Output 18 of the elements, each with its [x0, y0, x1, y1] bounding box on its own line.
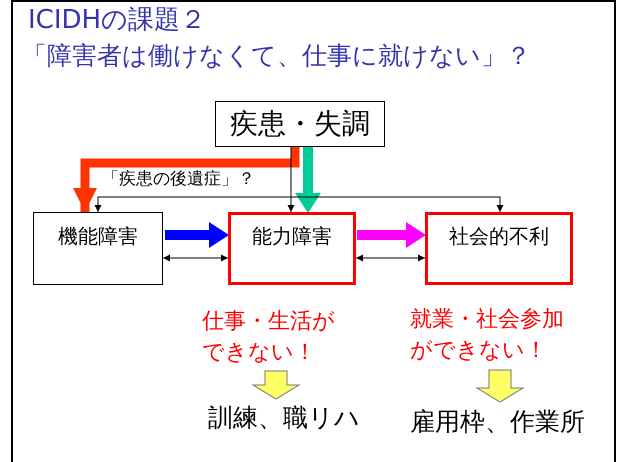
support-text: 訓練、職リハ — [208, 402, 368, 434]
process-box: 社会的不利 — [425, 212, 573, 285]
subtitle: 「障害者は働けなくて、仕事に就けない」？ — [22, 40, 531, 72]
process-box: 疾患・失調 — [215, 101, 385, 147]
arrow — [475, 370, 525, 403]
arrow — [162, 254, 228, 262]
arrow — [290, 146, 504, 212]
arrow — [295, 147, 321, 213]
arrow — [357, 222, 426, 248]
slide-title: ICIDHの課題２ — [28, 4, 206, 36]
problem-text: 就業・社会参加ができない！ — [410, 304, 570, 366]
process-box: 機能障害 — [33, 212, 163, 285]
arrow — [356, 254, 426, 262]
arrow — [251, 370, 301, 400]
process-box: 能力障害 — [228, 212, 356, 285]
arrow — [165, 222, 229, 248]
support-text: 雇用枠、作業所 — [410, 406, 610, 438]
problem-text: 仕事・生活ができない！ — [202, 306, 342, 368]
